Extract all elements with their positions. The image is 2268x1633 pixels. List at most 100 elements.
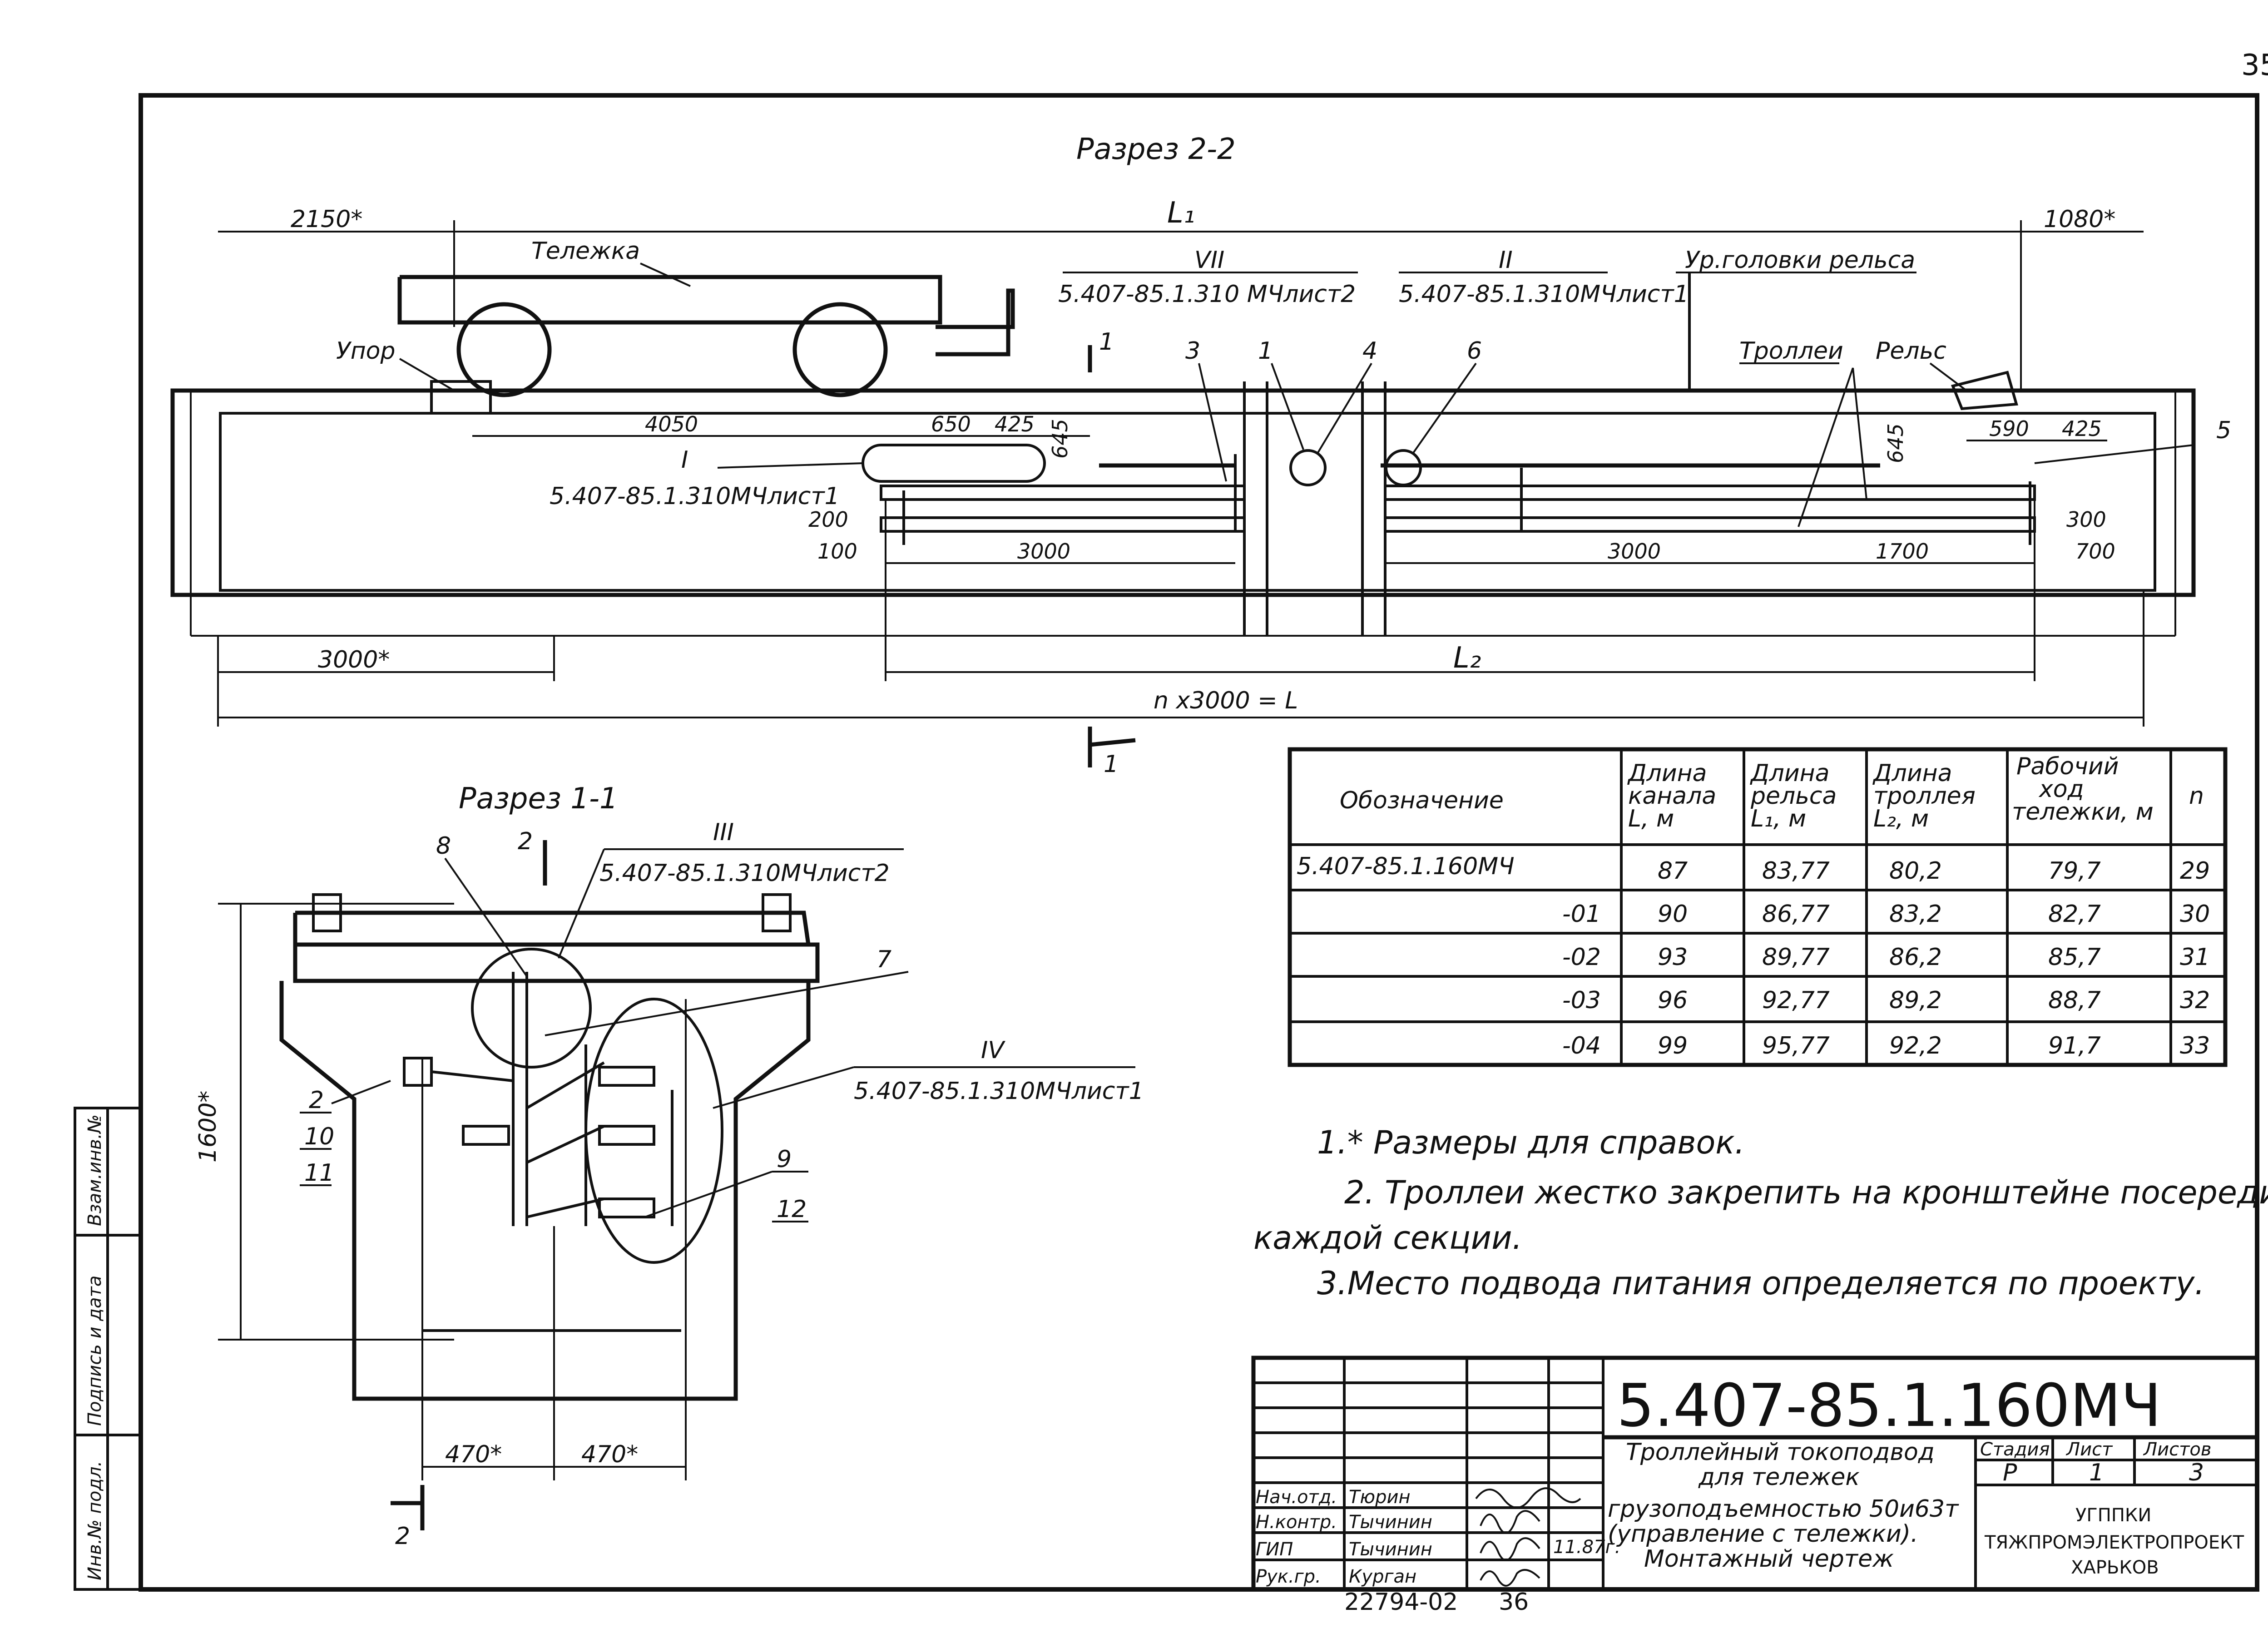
svg-text:88,7: 88,7: [2048, 987, 2101, 1014]
page-number: 35: [2241, 49, 2268, 82]
sheets-value: 3: [2189, 1459, 2204, 1486]
stamp-inv-podl: Инв.№ подл.: [84, 1461, 105, 1580]
svg-text:92,2: 92,2: [1889, 1032, 1942, 1059]
item-6: 6: [1467, 337, 1482, 365]
item-5: 5: [2216, 417, 2231, 444]
dim-645b: 645: [1883, 423, 1908, 463]
dim-425b: 425: [2062, 416, 2102, 441]
svg-text:-03: -03: [1562, 987, 1601, 1014]
svg-text:92,77: 92,77: [1762, 987, 1830, 1014]
dim-470b: 470*: [581, 1441, 638, 1468]
channel-outline: [170, 388, 2196, 597]
notes: 1.* Размеры для справок. 2. Троллеи жест…: [1253, 1124, 2268, 1302]
svg-text:80,2: 80,2: [1889, 857, 1942, 885]
svg-text:83,77: 83,77: [1762, 857, 1830, 885]
svg-text:96: 96: [1658, 987, 1688, 1014]
dim-3000b: 3000: [1608, 539, 1661, 564]
item-2: 2: [309, 1087, 324, 1114]
dim-L2: L₂: [1453, 641, 1481, 675]
archive-number: 22794-02: [1344, 1588, 1458, 1616]
dim-590: 590: [1989, 416, 2029, 441]
dim-470a: 470*: [445, 1441, 502, 1468]
item-7: 7: [876, 946, 891, 973]
signature-1: [1475, 1487, 1581, 1509]
note-3: 3.Место подвода питания определяется по …: [1317, 1265, 2205, 1302]
svg-text:95,77: 95,77: [1762, 1032, 1830, 1059]
section-mark-2-bottom: 2: [395, 1523, 410, 1550]
title-line-2: для тележек: [1698, 1464, 1860, 1491]
beam-right: [762, 893, 792, 932]
dim-total: n x3000 = L: [1154, 687, 1298, 714]
org-line-3: ХАРЬКОВ: [2071, 1557, 2159, 1578]
dim-1600: 1600*: [194, 1091, 222, 1163]
title-line-1: Троллейный токоподвод: [1626, 1439, 1935, 1466]
dim-3000-star: 3000*: [318, 646, 390, 673]
svg-text:85,7: 85,7: [2048, 944, 2101, 971]
name-4: Курган: [1349, 1566, 1416, 1587]
label-stop: Упор: [336, 337, 396, 365]
ref-VII-num: VII: [1194, 247, 1224, 274]
signature-4: [1480, 1569, 1540, 1587]
item-9: 9: [777, 1146, 792, 1173]
sheets-label: Листов: [2143, 1439, 2211, 1460]
org-line-2: ТЯЖПРОМЭЛЕКТРОПРОЕКТ: [1984, 1532, 2244, 1553]
stop-block: [430, 380, 492, 415]
dim-1080: 1080*: [2044, 206, 2115, 233]
svg-text:30: 30: [2180, 901, 2210, 928]
item-4: 4: [1362, 337, 1377, 365]
dim-L1: L₁: [1167, 196, 1195, 230]
dim-650: 650: [931, 412, 971, 436]
stamp-vzam-inv: Взам.инв.№: [84, 1114, 105, 1226]
svg-text:86,2: 86,2: [1889, 944, 1942, 971]
svg-text:93: 93: [1658, 944, 1688, 971]
note-1: 1.* Размеры для справок.: [1317, 1124, 1745, 1161]
section-mark-1-bottom: 1: [1104, 751, 1119, 778]
section-1-1-title: Разрез 1-1: [459, 782, 618, 816]
archive-sheet: 36: [1499, 1588, 1529, 1616]
dim-425a: 425: [995, 412, 1035, 436]
ref-III: 5.407-85.1.310МЧлист2: [599, 860, 890, 887]
dim-700: 700: [2075, 539, 2115, 564]
role-3: ГИП: [1256, 1539, 1293, 1560]
stage-value: Р: [2003, 1459, 2017, 1486]
section-2-2: Разрез 2-2 2150* L₁ 1080* Тележка Упор У…: [170, 133, 2231, 778]
svg-text:89,2: 89,2: [1889, 987, 1942, 1014]
svg-text:5.407-85.1.160МЧ: 5.407-85.1.160МЧ: [1297, 853, 1515, 880]
signature-2: [1480, 1510, 1540, 1534]
svg-text:91,7: 91,7: [2048, 1032, 2101, 1059]
svg-text:99: 99: [1658, 1032, 1688, 1059]
svg-text:87: 87: [1658, 857, 1688, 885]
trolley-wheel-right: [792, 302, 888, 397]
item-11: 11: [304, 1159, 334, 1187]
side-stamp: Инв.№ подл. Подпись и дата Взам.инв.№: [74, 1107, 142, 1591]
svg-text:33: 33: [2180, 1032, 2210, 1059]
item-10: 10: [304, 1123, 334, 1150]
ref-II: 5.407-85.1.310МЧлист1: [1399, 281, 1689, 308]
doc-code: 5.407-85.1.160МЧ: [1617, 1371, 2161, 1440]
item-3: 3: [1185, 337, 1200, 365]
item-8: 8: [436, 832, 451, 860]
ref-I-num: I: [681, 446, 688, 474]
ref-IV-num: IV: [981, 1037, 1005, 1064]
dim-645a: 645: [1048, 419, 1072, 459]
role-2: Н.контр.: [1256, 1512, 1337, 1533]
svg-text:86,77: 86,77: [1762, 901, 1830, 928]
label-rail-head: Ур.головки рельса: [1685, 247, 1915, 274]
sheet-label: Лист: [2065, 1439, 2113, 1460]
svg-text:83,2: 83,2: [1889, 901, 1942, 928]
svg-text:29: 29: [2180, 857, 2210, 885]
ref-IV: 5.407-85.1.310МЧлист1: [854, 1078, 1144, 1105]
stamp-signature-date: Подпись и дата: [84, 1276, 105, 1426]
beam-left: [312, 893, 342, 932]
section-mark-1-top: 1: [1099, 328, 1114, 356]
item-1: 1: [1258, 337, 1273, 365]
dim-2150: 2150*: [291, 206, 362, 233]
dim-100: 100: [817, 539, 857, 564]
trolley-wheel-left: [456, 302, 552, 397]
svg-text:79,7: 79,7: [2048, 857, 2101, 885]
ref-III-num: III: [713, 819, 734, 846]
dim-4050: 4050: [645, 412, 698, 436]
